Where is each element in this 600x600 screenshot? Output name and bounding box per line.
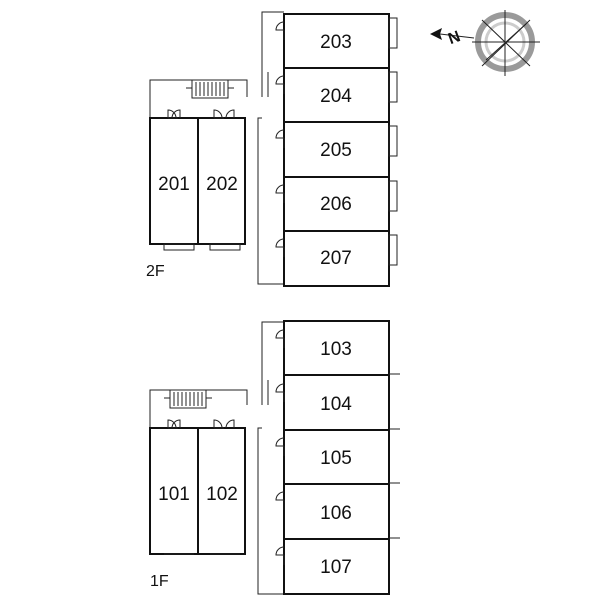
stairs-icon: [164, 389, 212, 409]
room-number: 106: [320, 503, 352, 524]
unit-105[interactable]: 105: [283, 429, 390, 486]
balcony-icon: [388, 17, 398, 266]
room-number: 201: [158, 174, 190, 195]
unit-204[interactable]: 204: [283, 67, 390, 124]
unit-103[interactable]: 103: [283, 320, 390, 377]
room-number: 103: [320, 339, 352, 360]
floor-label: 1F: [150, 573, 169, 590]
door-swing-icon: [167, 419, 235, 429]
room-number: 102: [206, 484, 238, 505]
unit-107[interactable]: 107: [283, 538, 390, 595]
unit-207[interactable]: 207: [283, 230, 390, 287]
floor-1f: 103 104 105 106 107: [149, 320, 400, 595]
balcony-icon: [389, 373, 400, 539]
unit-106[interactable]: 106: [283, 483, 390, 540]
unit-102[interactable]: 102: [197, 427, 246, 555]
room-number: 207: [320, 248, 352, 269]
unit-201[interactable]: 201: [149, 117, 199, 245]
door-swing-icon: [275, 329, 285, 565]
unit-104[interactable]: 104: [283, 374, 390, 431]
stairs-icon: [186, 79, 234, 99]
unit-202[interactable]: 202: [197, 117, 246, 245]
unit-205[interactable]: 205: [283, 121, 390, 178]
room-number: 204: [320, 86, 352, 107]
unit-101[interactable]: 101: [149, 427, 199, 555]
compass-rose-icon: N: [430, 10, 540, 76]
room-number: 104: [320, 394, 352, 415]
room-number: 206: [320, 194, 352, 215]
north-label: N: [446, 28, 463, 48]
room-number: 105: [320, 448, 352, 469]
door-swing-icon: [167, 109, 235, 119]
room-number: 101: [158, 484, 190, 505]
unit-203[interactable]: 203: [283, 13, 390, 70]
unit-206[interactable]: 206: [283, 176, 390, 233]
room-number: 202: [206, 174, 238, 195]
room-number: 203: [320, 32, 352, 53]
floor-2f: 203 204 205 206 207: [146, 11, 398, 287]
door-swing-icon: [275, 21, 285, 257]
room-number: 205: [320, 140, 352, 161]
balcony-icon: [163, 243, 241, 251]
room-number: 107: [320, 557, 352, 578]
floor-label: 2F: [146, 263, 165, 280]
